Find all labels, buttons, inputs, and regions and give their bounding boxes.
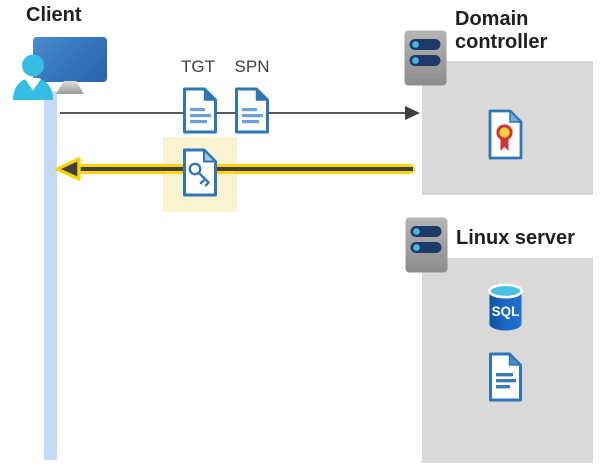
domain-controller-server-icon [404,30,447,86]
user-icon [13,54,53,100]
linux-server-icon [405,217,448,273]
request-arrow-head [405,105,420,120]
sql-database-icon: SQL [488,283,523,331]
monitor-stand-icon [56,81,84,94]
client-lifeline [44,91,57,460]
spn-label: SPN [234,57,270,76]
monitor-icon [33,37,107,82]
certificate-icon [488,109,523,160]
tgt-document-icon [183,87,217,134]
linux-server-label: Linux server [456,227,575,249]
client-label: Client [26,4,82,26]
tgt-label: TGT [181,57,215,76]
spn-document-icon [235,87,269,134]
sql-db-text: SQL [492,304,520,319]
request-arrow-line [60,112,407,114]
domain-controller-label: Domain controller [455,8,548,53]
keytab-document-icon [489,352,522,402]
service-ticket-key-icon [183,148,217,197]
response-arrow-head [55,157,81,181]
response-arrow-core [70,167,413,171]
